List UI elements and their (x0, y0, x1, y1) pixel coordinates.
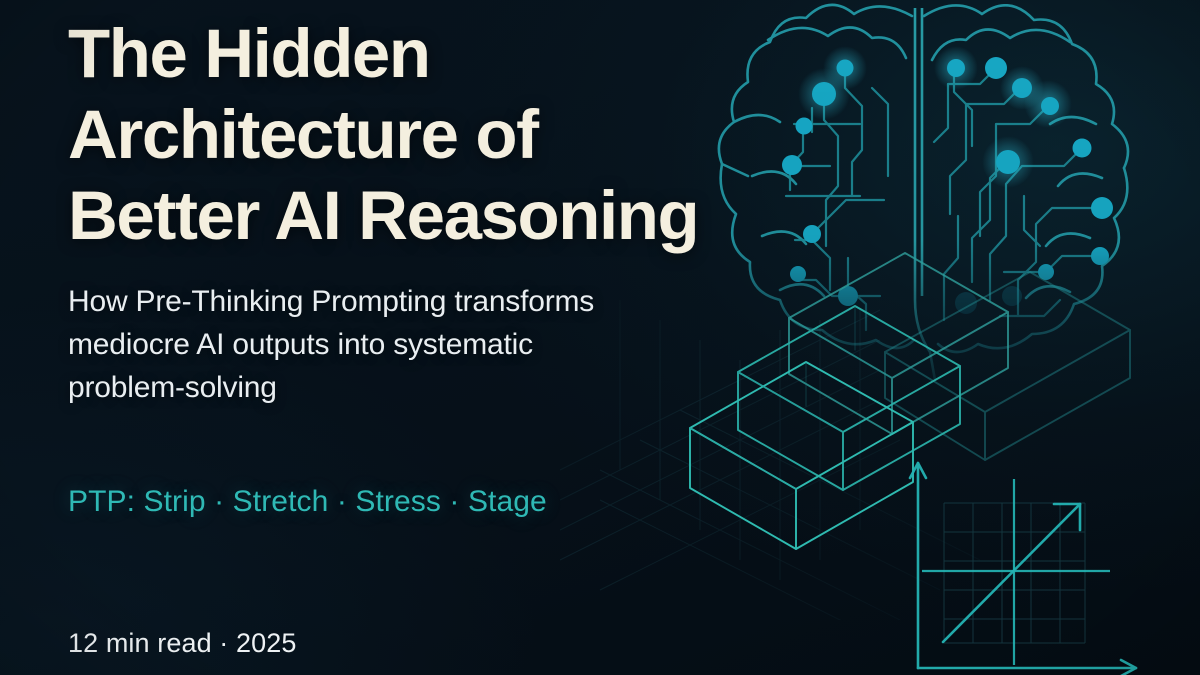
page-title: The Hidden Architecture of Better AI Rea… (68, 15, 700, 254)
ptp-framework-tagline: PTP: Strip · Stretch · Stress · Stage (68, 485, 547, 518)
read-time-and-year: 12 min read · 2025 (68, 628, 297, 658)
page-subtitle: How Pre-Thinking Prompting transforms me… (68, 285, 595, 404)
